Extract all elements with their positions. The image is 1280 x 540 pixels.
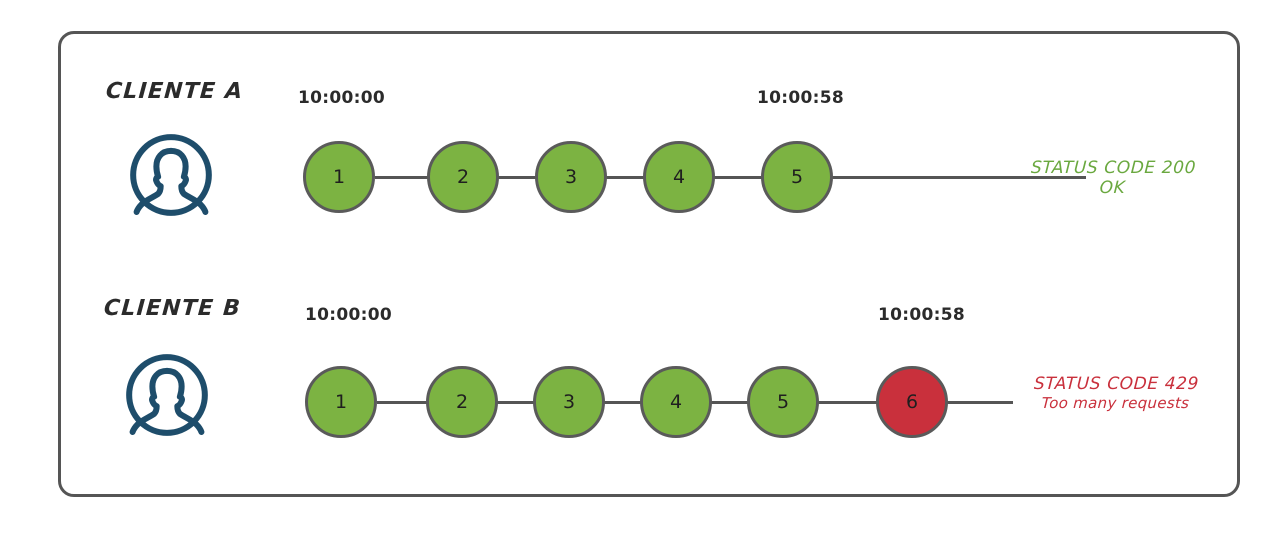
client-label-a: CLIENTE A	[105, 79, 245, 104]
request-node-a-3[interactable]: 3	[535, 141, 607, 213]
request-node-label: 5	[776, 391, 790, 413]
chain-connector-line-a	[375, 175, 1086, 179]
request-node-label: 4	[669, 391, 683, 413]
request-node-label: 1	[332, 166, 346, 188]
request-node-a-1[interactable]: 1	[303, 141, 375, 213]
request-chain-b: 1 2 3 4 5 6	[305, 366, 1020, 438]
request-node-label: 2	[456, 166, 470, 188]
request-node-a-2[interactable]: 2	[427, 141, 499, 213]
request-node-b-6[interactable]: 6	[876, 366, 948, 438]
request-node-a-4[interactable]: 4	[643, 141, 715, 213]
request-node-b-5[interactable]: 5	[747, 366, 819, 438]
request-node-b-1[interactable]: 1	[305, 366, 377, 438]
person-avatar-icon	[124, 352, 210, 438]
status-code-line: STATUS CODE 429	[1033, 374, 1200, 394]
timestamp-start-b: 10:00:00	[305, 305, 392, 325]
request-chain-a: 1 2 3 4 5	[303, 141, 1086, 213]
client-label-b: CLIENTE B	[103, 296, 242, 321]
request-node-label: 5	[790, 166, 804, 188]
timestamp-start-a: 10:00:00	[298, 88, 385, 108]
status-code-line: STATUS CODE 200	[1030, 158, 1197, 178]
request-node-label: 3	[562, 391, 576, 413]
request-node-b-4[interactable]: 4	[640, 366, 712, 438]
request-node-b-2[interactable]: 2	[426, 366, 498, 438]
request-node-b-3[interactable]: 3	[533, 366, 605, 438]
request-node-label: 1	[334, 391, 348, 413]
request-node-label: 2	[455, 391, 469, 413]
status-message-line: OK	[1099, 178, 1126, 198]
timestamp-end-b: 10:00:58	[878, 305, 965, 325]
status-message-line: Too many requests	[1041, 394, 1190, 412]
person-avatar-icon	[128, 132, 214, 218]
request-node-label: 3	[564, 166, 578, 188]
request-node-a-5[interactable]: 5	[761, 141, 833, 213]
status-badge-b: STATUS CODE 429 Too many requests	[1023, 374, 1209, 412]
timestamp-end-a: 10:00:58	[757, 88, 844, 108]
request-node-label: 4	[672, 166, 686, 188]
request-node-label: 6	[905, 391, 919, 413]
status-badge-a: STATUS CODE 200 OK	[1028, 158, 1198, 198]
